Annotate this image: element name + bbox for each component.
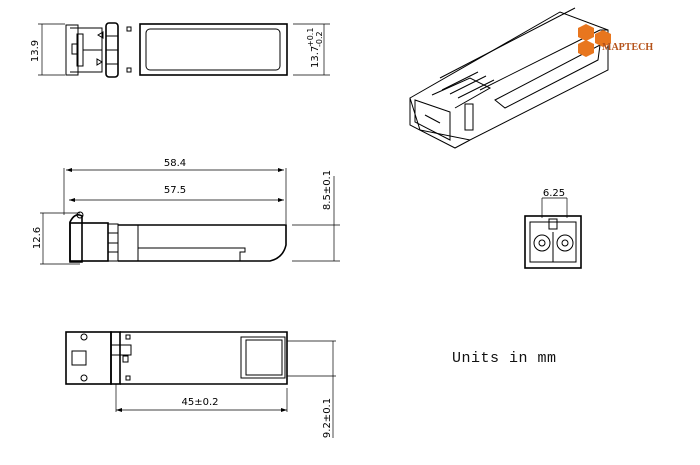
dim-length-from-stop: 45±0.2 xyxy=(181,397,218,408)
dim-top-tol-plus: +0.1 xyxy=(306,28,315,47)
brand-name: MAPTECH xyxy=(602,42,653,53)
dim-body-thickness: 8.5±0.1 xyxy=(322,170,333,210)
dim-top-tol-minus: -0.2 xyxy=(315,31,324,47)
dim-bottom-width: 9.2±0.1 xyxy=(322,398,333,438)
dim-top-body-height: 13.7 xyxy=(310,46,321,68)
isometric-view xyxy=(409,7,609,149)
dim-port-pitch: 6.25 xyxy=(543,188,565,199)
logo-hexagon-icon xyxy=(595,30,611,47)
units-label: Units in mm xyxy=(452,350,557,367)
logo-hexagon-icon xyxy=(578,24,594,41)
front-view: 6.25 xyxy=(524,188,582,269)
maptech-logo: MAPTECH xyxy=(578,24,653,57)
dim-overall-length: 58.4 xyxy=(164,158,186,169)
top-view: 13.9 13.7 +0.1 -0.2 xyxy=(30,22,330,78)
bottom-view: 45±0.2 9.2±0.1 xyxy=(65,331,336,438)
logo-hexagon-icon xyxy=(578,40,594,57)
dim-body-length: 57.5 xyxy=(164,185,186,196)
dim-top-latch-height: 13.9 xyxy=(30,40,41,62)
side-view: 58.4 57.5 12.6 8.5±0.1 xyxy=(32,158,340,265)
dim-side-latch-height: 12.6 xyxy=(32,227,43,249)
